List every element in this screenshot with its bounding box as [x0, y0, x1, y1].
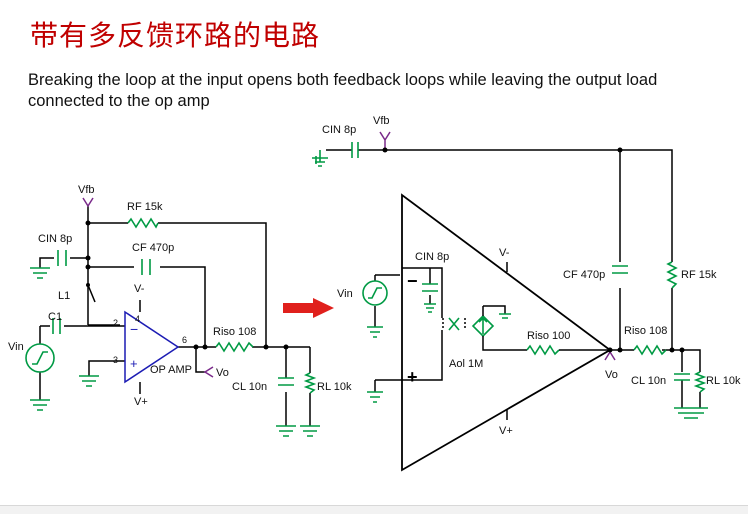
inner-riso-resistor-icon	[526, 344, 560, 356]
left-rl-ground-icon	[300, 425, 320, 437]
left-rf-resistor-icon	[127, 217, 159, 229]
left-vin-ground-icon	[30, 399, 50, 411]
right-cl-capacitor-icon	[674, 373, 690, 381]
left-vo-label: Vo	[216, 367, 229, 379]
svg-text:+: +	[130, 356, 138, 371]
opamp-label: OP AMP	[150, 364, 192, 376]
right-vminus-label: V-	[499, 247, 510, 259]
right-cl-label: CL 10n	[631, 375, 666, 387]
left-cin-capacitor-icon	[57, 250, 67, 266]
top-cin-label: CIN 8p	[322, 124, 356, 136]
right-cf-label: CF 470p	[563, 269, 605, 281]
c1-capacitor-icon	[52, 318, 61, 334]
inner-minus-sign: −	[407, 271, 418, 291]
right-vfb-label: Vfb	[373, 115, 390, 127]
l1-label: L1	[58, 290, 70, 302]
pin2-label: 2	[113, 318, 118, 328]
right-vin-source-icon	[362, 280, 388, 306]
inner-cin-label: CIN 8p	[415, 251, 449, 263]
left-cin-label: CIN 8p	[38, 233, 72, 245]
pin3-label: 3	[113, 355, 118, 365]
left-riso-resistor-icon	[215, 341, 254, 353]
left-circuit: Vfb RF 15k CIN 8p CF 470p L1 C1 Vin − + …	[8, 184, 352, 437]
left-cl-ground-icon	[276, 425, 296, 437]
left-vminus-label: V-	[134, 283, 145, 295]
transform-arrow-icon	[283, 298, 334, 318]
right-rf-resistor-icon	[666, 261, 678, 289]
inner-cin-ground-icon	[424, 303, 436, 313]
right-circuit: CIN 8p Vfb CF 470p RF 15k Riso 108 Vo CL…	[312, 115, 741, 472]
left-cf-capacitor-icon	[141, 259, 151, 275]
left-cl-label: CL 10n	[232, 381, 267, 393]
right-vfb-probe-icon	[379, 131, 391, 150]
right-opamp-icon	[401, 193, 612, 472]
c1-label: C1	[48, 311, 62, 323]
slide-title: 带有多反馈环路的电路	[30, 19, 321, 52]
left-vplus-label: V+	[134, 396, 148, 408]
vfb-probe-icon	[82, 197, 94, 208]
left-rf-label: RF 15k	[127, 201, 163, 213]
left-vin-label: Vin	[8, 341, 24, 353]
left-rl-resistor-icon	[303, 372, 317, 394]
right-cf-capacitor-icon	[612, 265, 628, 274]
right-riso-resistor-icon	[633, 344, 667, 356]
right-vplus-label: V+	[499, 425, 513, 437]
left-cf-label: CF 470p	[132, 242, 174, 254]
left-rl-label: RL 10k	[317, 381, 352, 393]
bottom-bar	[0, 505, 748, 514]
aol-label: Aol 1M	[449, 358, 483, 370]
left-riso-label: Riso 108	[213, 326, 256, 338]
left-opamp-icon	[124, 310, 180, 384]
right-vo-label: Vo	[605, 369, 618, 381]
right-vin-ground-icon	[367, 326, 383, 338]
pin6-label: 6	[182, 335, 187, 345]
inner-probe-x-icon	[448, 317, 460, 331]
right-out-ground-icon	[674, 407, 708, 419]
right-rf-label: RF 15k	[681, 269, 717, 281]
top-cin-ground-icon	[312, 150, 328, 167]
right-rl-resistor-icon	[693, 371, 707, 393]
right-vo-probe-icon	[604, 350, 616, 361]
right-rl-label: RL 10k	[706, 375, 741, 387]
left-cl-capacitor-icon	[278, 377, 294, 386]
right-vin-label: Vin	[337, 288, 353, 300]
inner-plus-sign: +	[407, 367, 418, 387]
left-vfb-label: Vfb	[78, 184, 95, 196]
top-cin-capacitor-icon	[351, 142, 359, 158]
inner-cin-capacitor-icon	[422, 283, 438, 292]
svg-text:−: −	[130, 321, 138, 337]
left-vin-source-icon	[25, 343, 55, 373]
dep-source-ground-icon	[499, 313, 511, 319]
slide-subtitle: Breaking the loop at the input opens bot…	[28, 71, 658, 110]
left-opamp-ground-icon	[79, 375, 99, 387]
right-plus-ground-icon	[367, 391, 383, 403]
left-cin-ground-icon	[30, 267, 50, 279]
inner-riso-label: Riso 100	[527, 330, 570, 342]
l1-switch-icon	[87, 284, 96, 303]
pin4-label: 4	[135, 314, 140, 324]
left-vo-probe-icon	[203, 366, 214, 378]
right-riso-out-label: Riso 108	[624, 325, 667, 337]
